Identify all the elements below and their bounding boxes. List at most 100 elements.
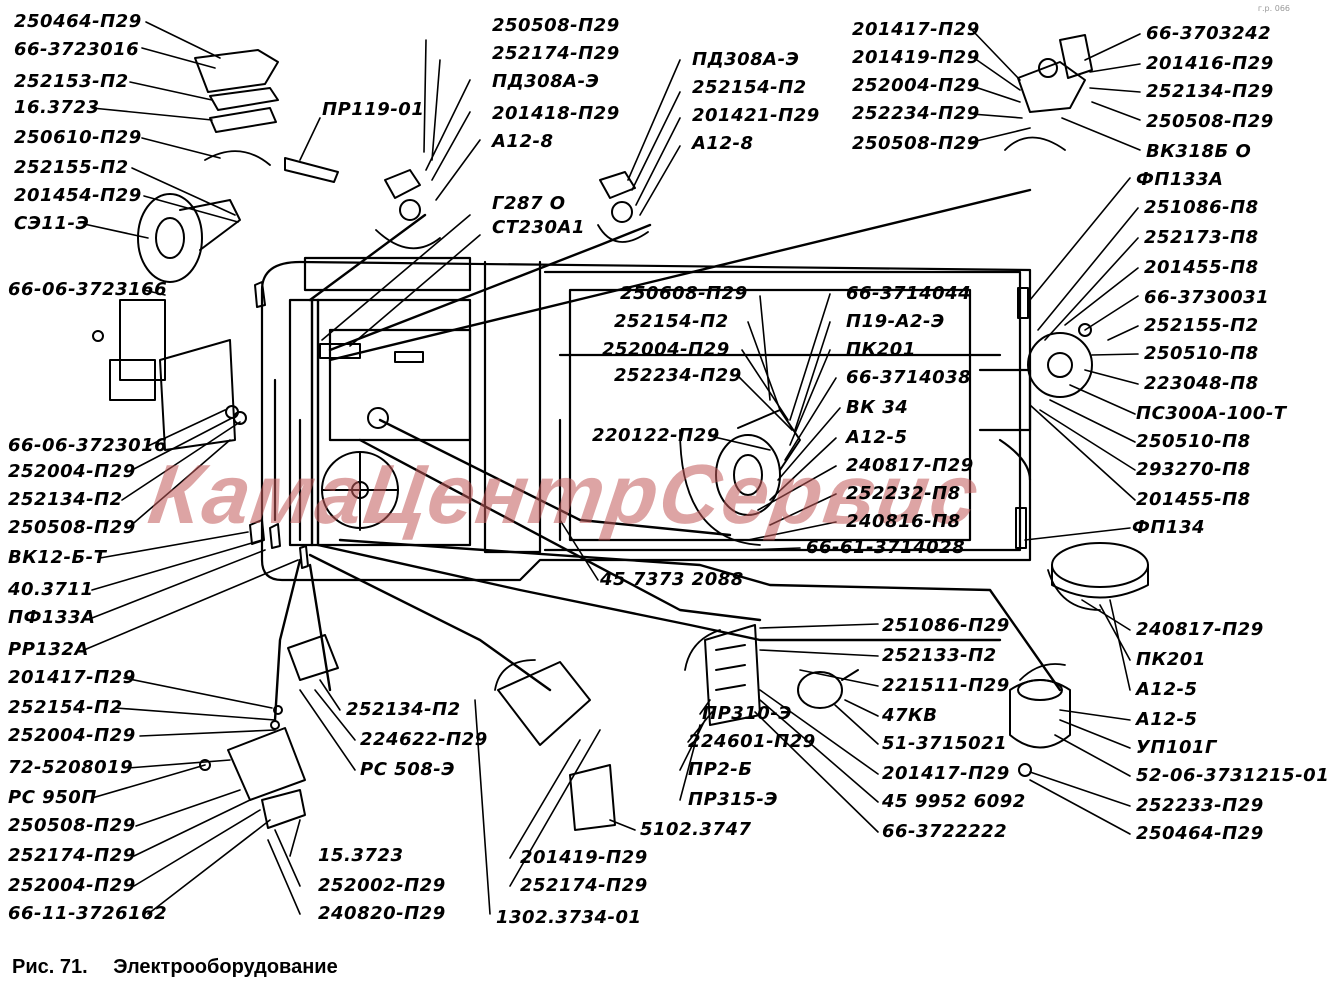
part-label: 251086-П8	[1144, 197, 1259, 218]
part-label: 201419-П29	[520, 847, 648, 868]
part-label: 252133-П2	[882, 645, 997, 666]
part-label: 240817-П29	[1136, 619, 1264, 640]
part-label: УП101Г	[1136, 737, 1217, 758]
part-label: ВК318Б О	[1146, 141, 1252, 162]
part-label: 252173-П8	[1144, 227, 1259, 248]
part-label: 66-3723016	[14, 39, 140, 60]
part-label: 40.3711	[8, 579, 94, 600]
figure-number: Рис. 71.	[12, 956, 88, 978]
part-label: А12-5	[846, 427, 908, 448]
part-label: 252174-П29	[8, 845, 136, 866]
part-label: РС 950П	[8, 787, 97, 808]
diagram-page: КамаЦентрСервис г.р. 066 250464-П29 66-3…	[8, 4, 1329, 979]
part-label: 250608-П29	[620, 283, 748, 304]
part-label: ПС300А-100-Т	[1136, 403, 1287, 424]
part-label: 66-06-3723016	[8, 435, 168, 456]
part-label: А12-8	[692, 133, 754, 154]
part-label: 201417-П29	[852, 19, 980, 40]
part-label: 201455-П8	[1136, 489, 1251, 510]
part-label: 252155-П2	[14, 157, 129, 178]
part-label: 250610-П29	[14, 127, 142, 148]
part-label: ПР315-Э	[688, 789, 779, 810]
part-label: 252002-П29	[318, 875, 446, 896]
part-label: 252004-П29	[852, 75, 980, 96]
part-label: 66-06-3723166	[8, 279, 168, 300]
part-label: 252154-П2	[614, 311, 729, 332]
part-label: 66-3730031	[1144, 287, 1270, 308]
part-label: 201454-П29	[14, 185, 142, 206]
part-label: 5102.3747	[640, 819, 752, 840]
part-label: 251086-П29	[882, 615, 1010, 636]
part-label: 66-3722222	[882, 821, 1008, 842]
part-label: 250508-П29	[8, 517, 136, 538]
part-label: А12-5	[1136, 709, 1198, 730]
part-label: 250510-П8	[1144, 343, 1259, 364]
part-label: 66-11-3726162	[8, 903, 168, 924]
part-label: А12-8	[492, 131, 554, 152]
part-label: 45 9952 6092	[882, 791, 1026, 812]
part-label: 252004-П29	[8, 461, 136, 482]
part-label: 201455-П8	[1144, 257, 1259, 278]
part-label: 47КВ	[882, 705, 938, 726]
part-label: П19-А2-Э	[846, 311, 945, 332]
part-label: 252004-П29	[8, 725, 136, 746]
figure-caption: Рис. 71. Электрооборудование	[12, 956, 358, 979]
part-label: 252233-П29	[1136, 795, 1264, 816]
part-label: 66-3714038	[846, 367, 972, 388]
part-label: 250508-П29	[1146, 111, 1274, 132]
part-label: 240816-П8	[846, 511, 961, 532]
part-label: 66-61-3714028	[806, 537, 966, 558]
part-label: ПР310-Э	[702, 703, 793, 724]
part-label: 252134-П2	[8, 489, 123, 510]
part-label: 252004-П29	[8, 875, 136, 896]
part-label: 221511-П29	[882, 675, 1010, 696]
part-label: 52-06-3731215-01	[1136, 765, 1329, 786]
part-label: РР132А	[8, 639, 89, 660]
part-label: 15.3723	[318, 845, 404, 866]
part-label: 252234-П29	[852, 103, 980, 124]
part-label: ПФ133А	[8, 607, 96, 628]
part-label: РС 508-Э	[360, 759, 455, 780]
part-label: 223048-П8	[1144, 373, 1259, 394]
corner-mark: г.р. 066	[1257, 4, 1290, 13]
part-label: 250508-П29	[852, 133, 980, 154]
part-label: ВК12-Б-Т	[8, 547, 107, 568]
part-label: 252174-П29	[492, 43, 620, 64]
part-label: 201417-П29	[882, 763, 1010, 784]
part-label: 252153-П2	[14, 71, 129, 92]
wiring-diagram	[83, 21, 1149, 915]
part-label: 45 7373 2088	[600, 569, 744, 590]
part-label: 252155-П2	[1144, 315, 1259, 336]
part-label: 224601-П29	[688, 731, 816, 752]
part-label: 252174-П29	[520, 875, 648, 896]
part-label: 293270-П8	[1136, 459, 1251, 480]
part-label: 250508-П29	[8, 815, 136, 836]
part-label: ПР2-Б	[688, 759, 753, 780]
part-label: 220122-П29	[592, 425, 720, 446]
part-label: 201419-П29	[852, 47, 980, 68]
part-label: 16.3723	[14, 97, 100, 118]
wiring-harness	[273, 188, 1062, 722]
part-label: 201417-П29	[8, 667, 136, 688]
part-label: 250464-П29	[14, 11, 142, 32]
figure-title: Электрооборудование	[113, 956, 338, 978]
part-label: ПК201	[1136, 649, 1206, 670]
part-label: 252134-П29	[1146, 81, 1274, 102]
part-label: 224622-П29	[360, 729, 488, 750]
part-label: ПК201	[846, 339, 916, 360]
part-label: 201421-П29	[692, 105, 820, 126]
part-label: 250464-П29	[1136, 823, 1264, 844]
part-label: 1302.3734-01	[496, 907, 642, 928]
part-label: 66-3703242	[1146, 23, 1272, 44]
part-label: 240817-П29	[846, 455, 974, 476]
part-label: 252232-П8	[846, 483, 961, 504]
part-label: ПД308А-Э	[692, 49, 800, 70]
steering-wheel	[321, 451, 399, 531]
part-label: 240820-П29	[318, 903, 446, 924]
part-label: 252004-П29	[602, 339, 730, 360]
part-label: 201418-П29	[492, 103, 620, 124]
body-outline	[260, 256, 1032, 582]
callout-rings	[204, 136, 1101, 691]
part-label: ВК 34	[846, 397, 909, 418]
part-label: ПД308А-Э	[492, 71, 600, 92]
